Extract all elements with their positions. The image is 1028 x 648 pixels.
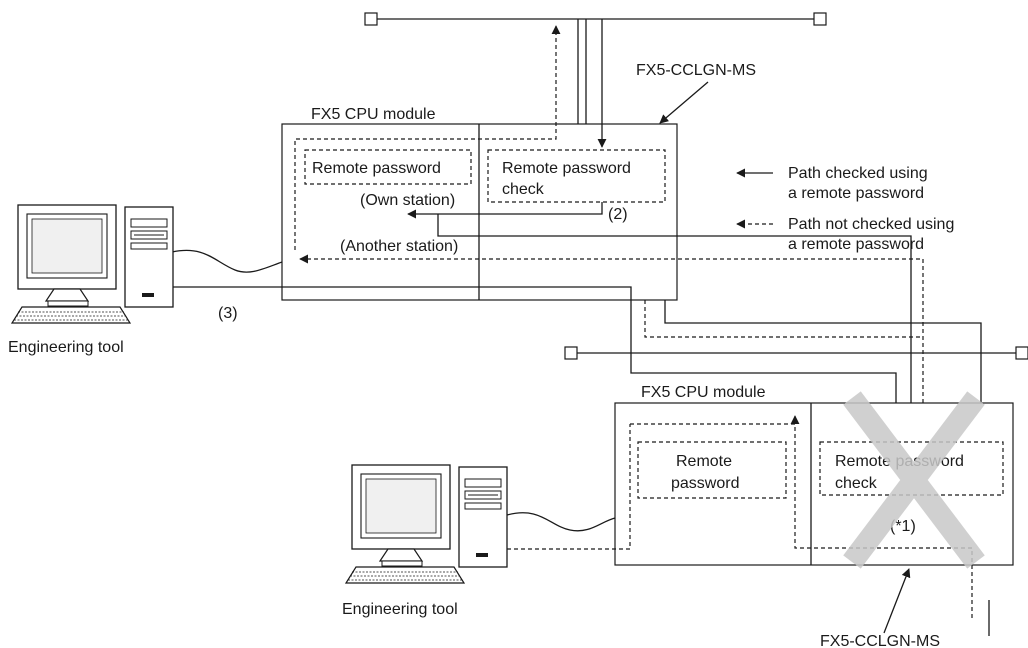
lower-network <box>565 347 1028 359</box>
arrow-icon <box>884 569 909 633</box>
remote-password-check-label-bottom-2: check <box>835 475 878 492</box>
cpu-module-label-bottom: FX5 CPU module <box>641 384 766 401</box>
remote-password-label-bottom-2: password <box>671 475 739 492</box>
remote-password-label-top: Remote password <box>312 160 441 177</box>
network-terminator-icon <box>565 347 577 359</box>
remote-password-check-label-top-1: Remote password <box>502 160 631 177</box>
legend: Path checked using a remote password Pat… <box>737 165 954 253</box>
another-station-label: (Another station) <box>340 238 458 255</box>
ccl-module-label-bottom: FX5-CCLGN-MS <box>820 633 940 648</box>
arrow-icon <box>660 82 708 123</box>
path-marker-2: (2) <box>608 206 628 223</box>
legend-checked-2: a remote password <box>788 185 924 202</box>
network-terminator-icon <box>1016 347 1028 359</box>
own-station-label: (Own station) <box>360 192 455 209</box>
top-network <box>365 13 826 25</box>
path-marker-3: (3) <box>218 305 238 322</box>
ccl-module-label-top: FX5-CCLGN-MS <box>636 62 756 79</box>
cpu-module-label-top: FX5 CPU module <box>311 106 436 123</box>
legend-not-checked-1: Path not checked using <box>788 216 954 233</box>
engineering-tool-label-bottom: Engineering tool <box>342 601 458 618</box>
top-cpu-module: FX5 CPU module Remote password Remote pa… <box>282 106 677 300</box>
computer-icon <box>346 465 507 583</box>
remote-password-label-bottom-1: Remote <box>676 453 732 470</box>
legend-not-checked-2: a remote password <box>788 236 924 253</box>
remote-password-check-label-top-2: check <box>502 181 545 198</box>
network-terminator-icon <box>814 13 826 25</box>
legend-checked-1: Path checked using <box>788 165 928 182</box>
engineering-tool-label-top: Engineering tool <box>8 339 124 356</box>
computer-icon <box>12 205 173 323</box>
network-terminator-icon <box>365 13 377 25</box>
